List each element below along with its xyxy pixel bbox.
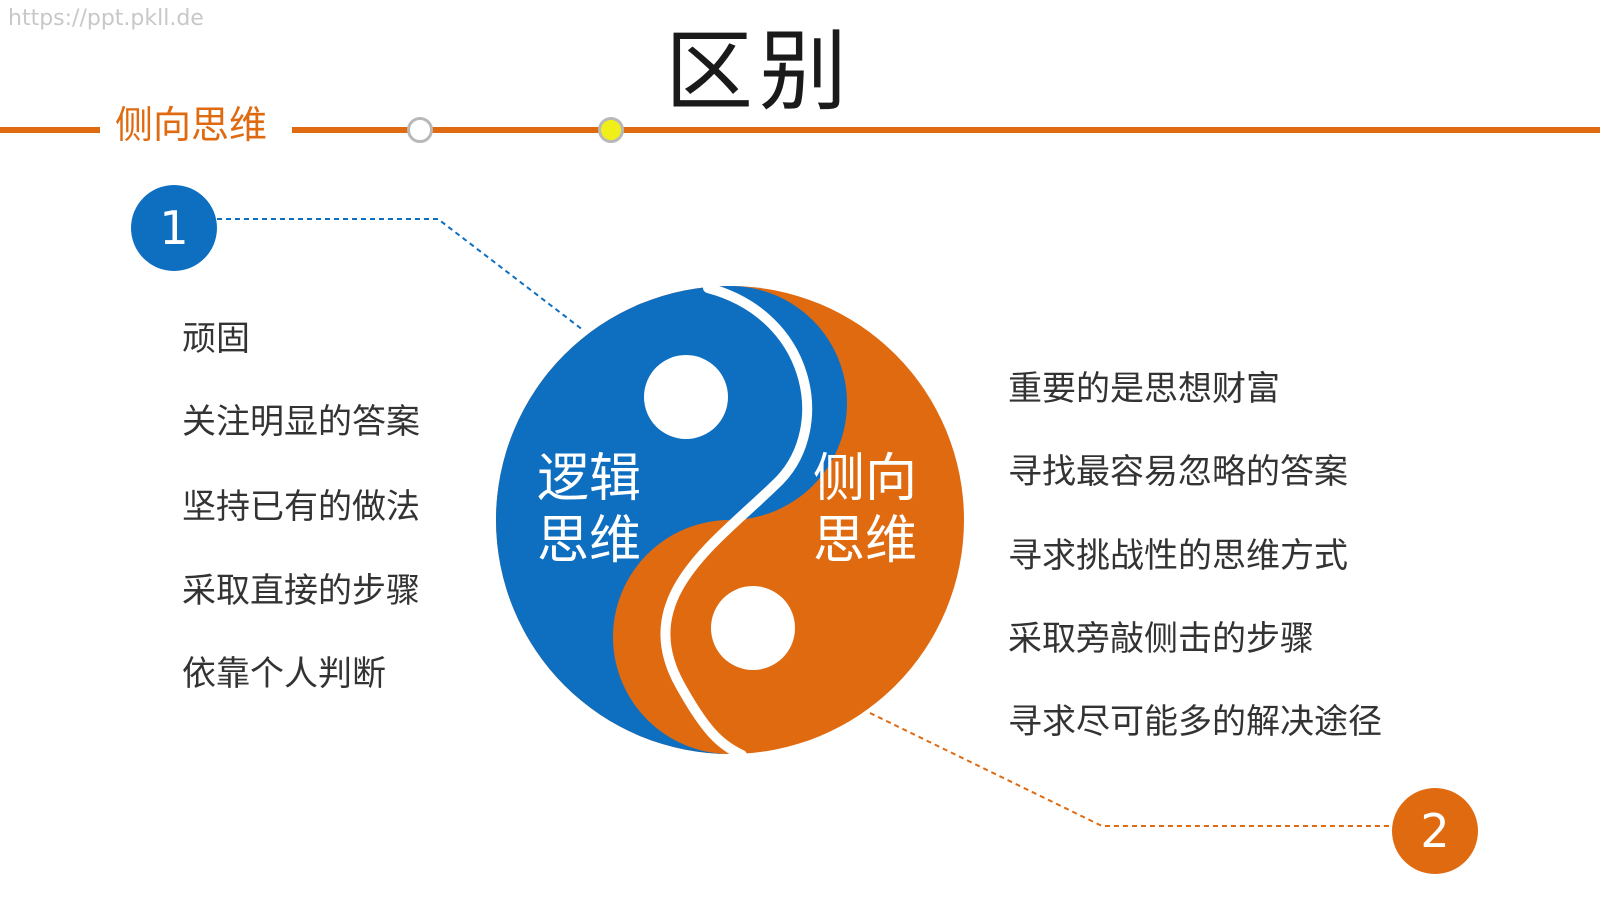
left-item: 关注明显的答案 <box>182 402 420 442</box>
left-item: 依靠个人判断 <box>182 654 386 694</box>
right-item: 重要的是思想财富 <box>1008 369 1280 409</box>
yinyang-graphic <box>496 283 964 760</box>
yinyang-right-label: 侧向 思维 <box>813 448 917 573</box>
left-item: 坚持已有的做法 <box>182 487 420 527</box>
right-item: 采取旁敲侧击的步骤 <box>1008 619 1314 659</box>
lateral-thinking-line1: 侧向 <box>813 449 918 509</box>
number-badge-1: 1 <box>131 185 217 271</box>
header-rule-right <box>292 127 1600 133</box>
right-item: 寻求挑战性的思维方式 <box>1008 536 1348 576</box>
left-item: 采取直接的步骤 <box>182 571 420 611</box>
progress-dot-inactive[interactable] <box>407 117 433 143</box>
connector-1 <box>217 218 584 331</box>
progress-dot-active[interactable] <box>598 117 624 143</box>
right-item: 寻找最容易忽略的答案 <box>1008 452 1348 492</box>
section-label: 侧向思维 <box>115 103 268 147</box>
right-item: 寻求尽可能多的解决途径 <box>1008 702 1382 742</box>
yinyang-eye-lower <box>711 586 795 670</box>
yinyang-blue-half <box>496 286 847 754</box>
left-item: 顽固 <box>182 319 250 359</box>
logic-thinking-line2: 思维 <box>537 511 642 572</box>
connector-2 <box>869 712 1392 827</box>
yinyang-divider <box>660 283 813 760</box>
number-badge-2: 2 <box>1392 788 1478 874</box>
yinyang-left-label: 逻辑 思维 <box>537 448 641 573</box>
header-rule-left <box>0 127 100 133</box>
lateral-thinking-line2: 思维 <box>813 511 918 572</box>
slide-title: 区别 <box>665 20 854 123</box>
watermark-url: https://ppt.pkll.de <box>8 6 204 31</box>
logic-thinking-line1: 逻辑 <box>537 449 642 509</box>
yinyang-eye-upper <box>644 355 728 439</box>
